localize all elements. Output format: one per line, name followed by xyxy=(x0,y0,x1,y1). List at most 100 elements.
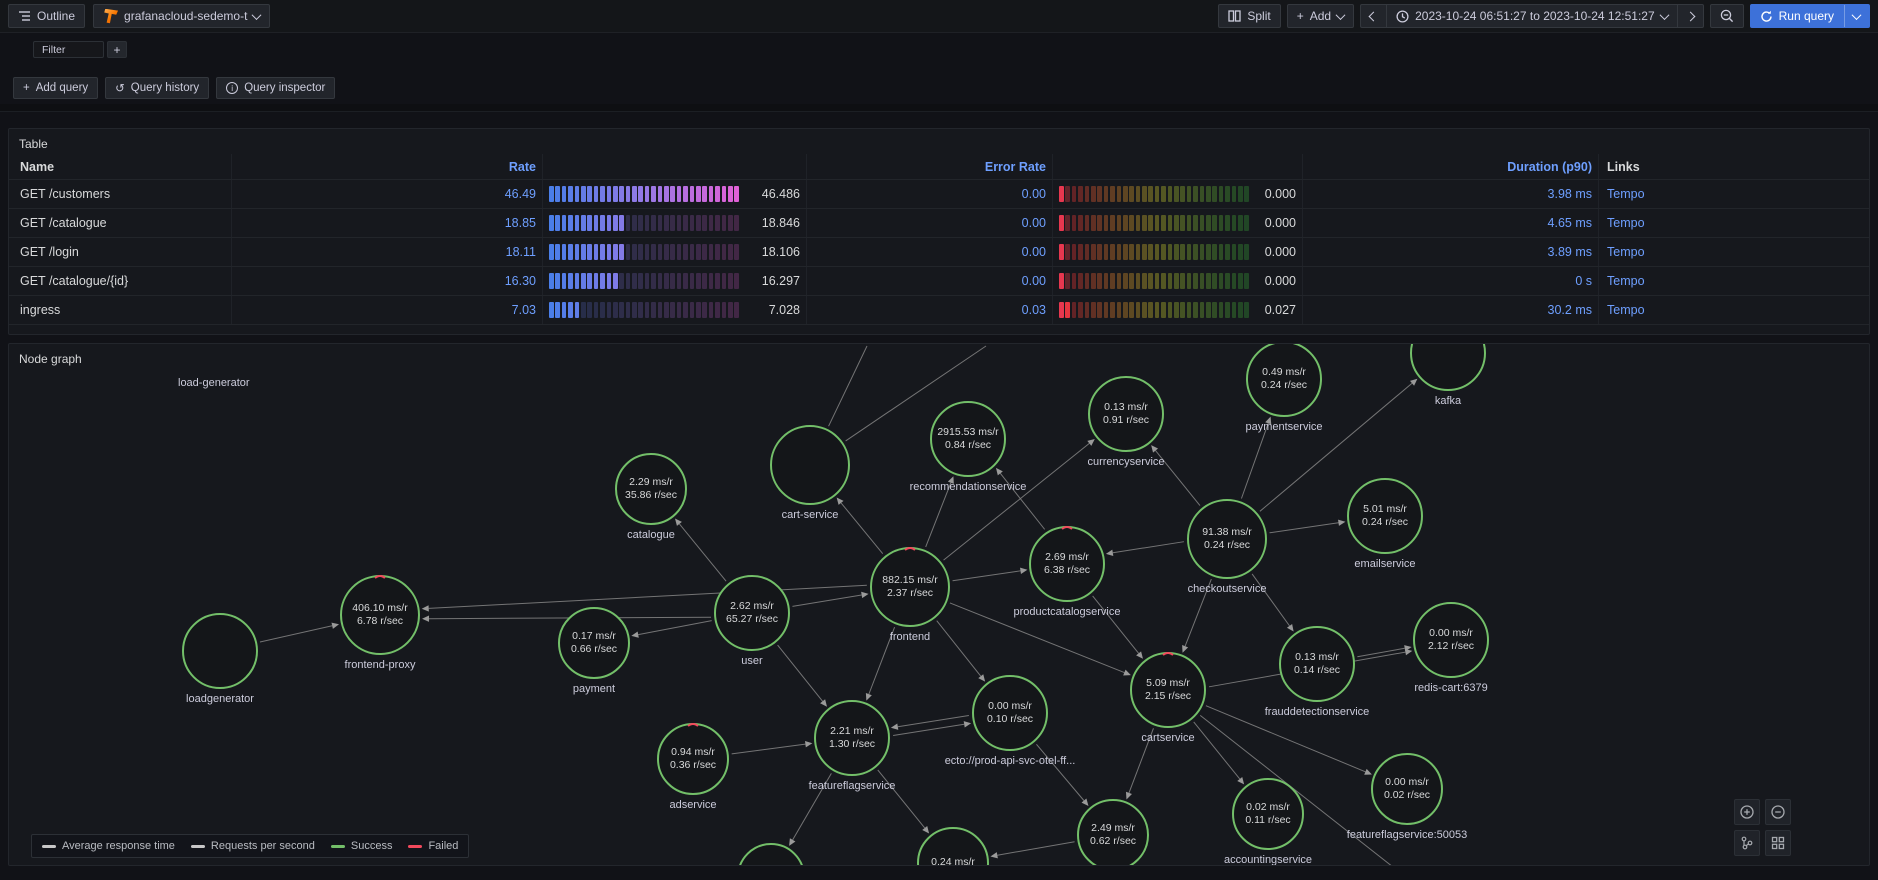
node-stat-requests-per-sec: 2.12 r/sec xyxy=(1427,640,1475,652)
node-stat-ms-per-request: 0.00 ms/r xyxy=(988,699,1032,712)
service-node-featureflagservice:50053[interactable]: 0.00 ms/r0.02 r/sec xyxy=(1371,753,1443,825)
node-label: loadgenerator xyxy=(186,693,254,705)
table-header: Name Rate Error Rate Duration (p90) Link… xyxy=(9,154,1869,180)
service-node-loadgenerator[interactable] xyxy=(182,613,258,689)
lcd-gauge xyxy=(1059,215,1249,231)
time-range-forward-button[interactable] xyxy=(1676,4,1704,28)
service-node-node024[interactable]: 0.24 ms/r xyxy=(917,827,989,865)
time-picker-group: 2023-10-24 06:51:27 to 2023-10-24 12:51:… xyxy=(1360,4,1704,28)
add-button[interactable]: + Add xyxy=(1286,4,1355,28)
service-node-redis-cart:6379[interactable]: 0.00 ms/r2.12 r/sec xyxy=(1413,602,1489,678)
column-header-name[interactable]: Name xyxy=(9,154,232,179)
cell-error-gauge: 0.000 xyxy=(1053,180,1303,208)
outline-button[interactable]: Outline xyxy=(8,4,86,28)
tempo-link[interactable]: Tempo xyxy=(1607,216,1645,230)
tempo-link[interactable]: Tempo xyxy=(1607,274,1645,288)
node-stat-ms-per-request: 406.10 ms/r xyxy=(352,601,408,614)
query-history-button[interactable]: ↺ Query history xyxy=(105,77,210,99)
graph-edge xyxy=(952,570,1021,582)
node-stat-ms-per-request: 5.09 ms/r xyxy=(1146,676,1190,689)
time-range-picker[interactable]: 2023-10-24 06:51:27 to 2023-10-24 12:51:… xyxy=(1386,4,1677,28)
node-label: cartservice xyxy=(1141,732,1195,744)
legend-label: Success xyxy=(350,840,393,852)
graph-edge-arrowhead xyxy=(1125,791,1132,800)
graph-edge-arrowhead xyxy=(1136,651,1143,659)
datasource-picker[interactable]: grafanacloud-sedemo-t xyxy=(93,4,271,28)
run-query-caret[interactable] xyxy=(1844,5,1862,27)
zoom-out-time-button[interactable] xyxy=(1709,4,1744,28)
filter-field[interactable]: Filter xyxy=(33,41,104,58)
node-stat-requests-per-sec: 0.24 r/sec xyxy=(1203,539,1251,551)
cell-error-rate-value: 0.00 xyxy=(807,238,1053,266)
graph-edge xyxy=(259,625,333,643)
legend-item-requests-per-second[interactable]: Requests per second xyxy=(190,840,315,852)
graph-zoom-in-button[interactable] xyxy=(1734,799,1760,825)
node-stat-requests-per-sec: 6.78 r/sec xyxy=(356,615,404,627)
service-node-cart-service[interactable] xyxy=(770,425,850,505)
node-error-arc xyxy=(685,722,701,739)
graph-edge xyxy=(1092,595,1139,654)
graph-layout-button[interactable] xyxy=(1734,830,1760,856)
column-header-rate[interactable]: Rate xyxy=(232,154,543,179)
cell-duration: 0 s xyxy=(1303,267,1599,295)
service-node-arcnode[interactable] xyxy=(737,843,805,865)
node-label: redis-cart:6379 xyxy=(1414,682,1488,694)
graph-edge xyxy=(897,714,969,728)
legend-item-average-response-time[interactable]: Average response time xyxy=(42,840,175,852)
cell-name: GET /catalogue xyxy=(9,209,232,237)
column-header-links[interactable]: Links xyxy=(1607,159,1640,174)
graph-zoom-out-button[interactable] xyxy=(1765,799,1791,825)
node-stat-ms-per-request: 2915.53 ms/r xyxy=(937,425,999,438)
tempo-link[interactable]: Tempo xyxy=(1607,245,1645,259)
tempo-link[interactable]: Tempo xyxy=(1607,303,1645,317)
graph-grid-view-button[interactable] xyxy=(1765,830,1791,856)
add-query-button[interactable]: + Add query xyxy=(13,77,99,99)
query-inspector-button[interactable]: i Query inspector xyxy=(216,77,336,99)
cell-rate-value: 7.03 xyxy=(232,296,543,324)
time-range-back-button[interactable] xyxy=(1360,4,1387,28)
graph-edge-arrowhead xyxy=(990,852,998,859)
lcd-gauge xyxy=(1059,244,1249,260)
add-filter-button[interactable]: + xyxy=(107,41,127,58)
node-label: frauddetectionservice xyxy=(1264,706,1370,718)
service-node-ecto://prod-api-svc-otel-ff...[interactable]: 0.00 ms/r0.10 r/sec xyxy=(972,675,1048,751)
split-button[interactable]: Split xyxy=(1218,4,1281,28)
lcd-gauge xyxy=(1059,186,1249,202)
graph-edge-arrowhead xyxy=(804,740,813,748)
run-query-label: Run query xyxy=(1778,9,1834,23)
lcd-gauge xyxy=(1059,302,1249,318)
legend-item-failed[interactable]: Failed xyxy=(408,840,458,852)
error-gauge-value: 0.027 xyxy=(1264,303,1296,317)
legend-item-success[interactable]: Success xyxy=(330,840,393,852)
node-graph-legend: Average response time Requests per second… xyxy=(31,834,470,858)
run-query-button[interactable]: Run query xyxy=(1749,4,1870,28)
column-header-error-rate[interactable]: Error Rate xyxy=(807,154,1053,179)
cell-error-rate-value: 0.00 xyxy=(807,180,1053,208)
node-stat-ms-per-request: 0.02 ms/r xyxy=(1246,800,1290,813)
graph-edge xyxy=(1251,573,1290,627)
tempo-link[interactable]: Tempo xyxy=(1607,187,1645,201)
node-label: ecto://prod-api-svc-otel-ff... xyxy=(944,755,1076,767)
column-header-duration[interactable]: Duration (p90) xyxy=(1303,154,1599,179)
lcd-gauge xyxy=(549,244,739,260)
graph-edge xyxy=(997,841,1075,856)
